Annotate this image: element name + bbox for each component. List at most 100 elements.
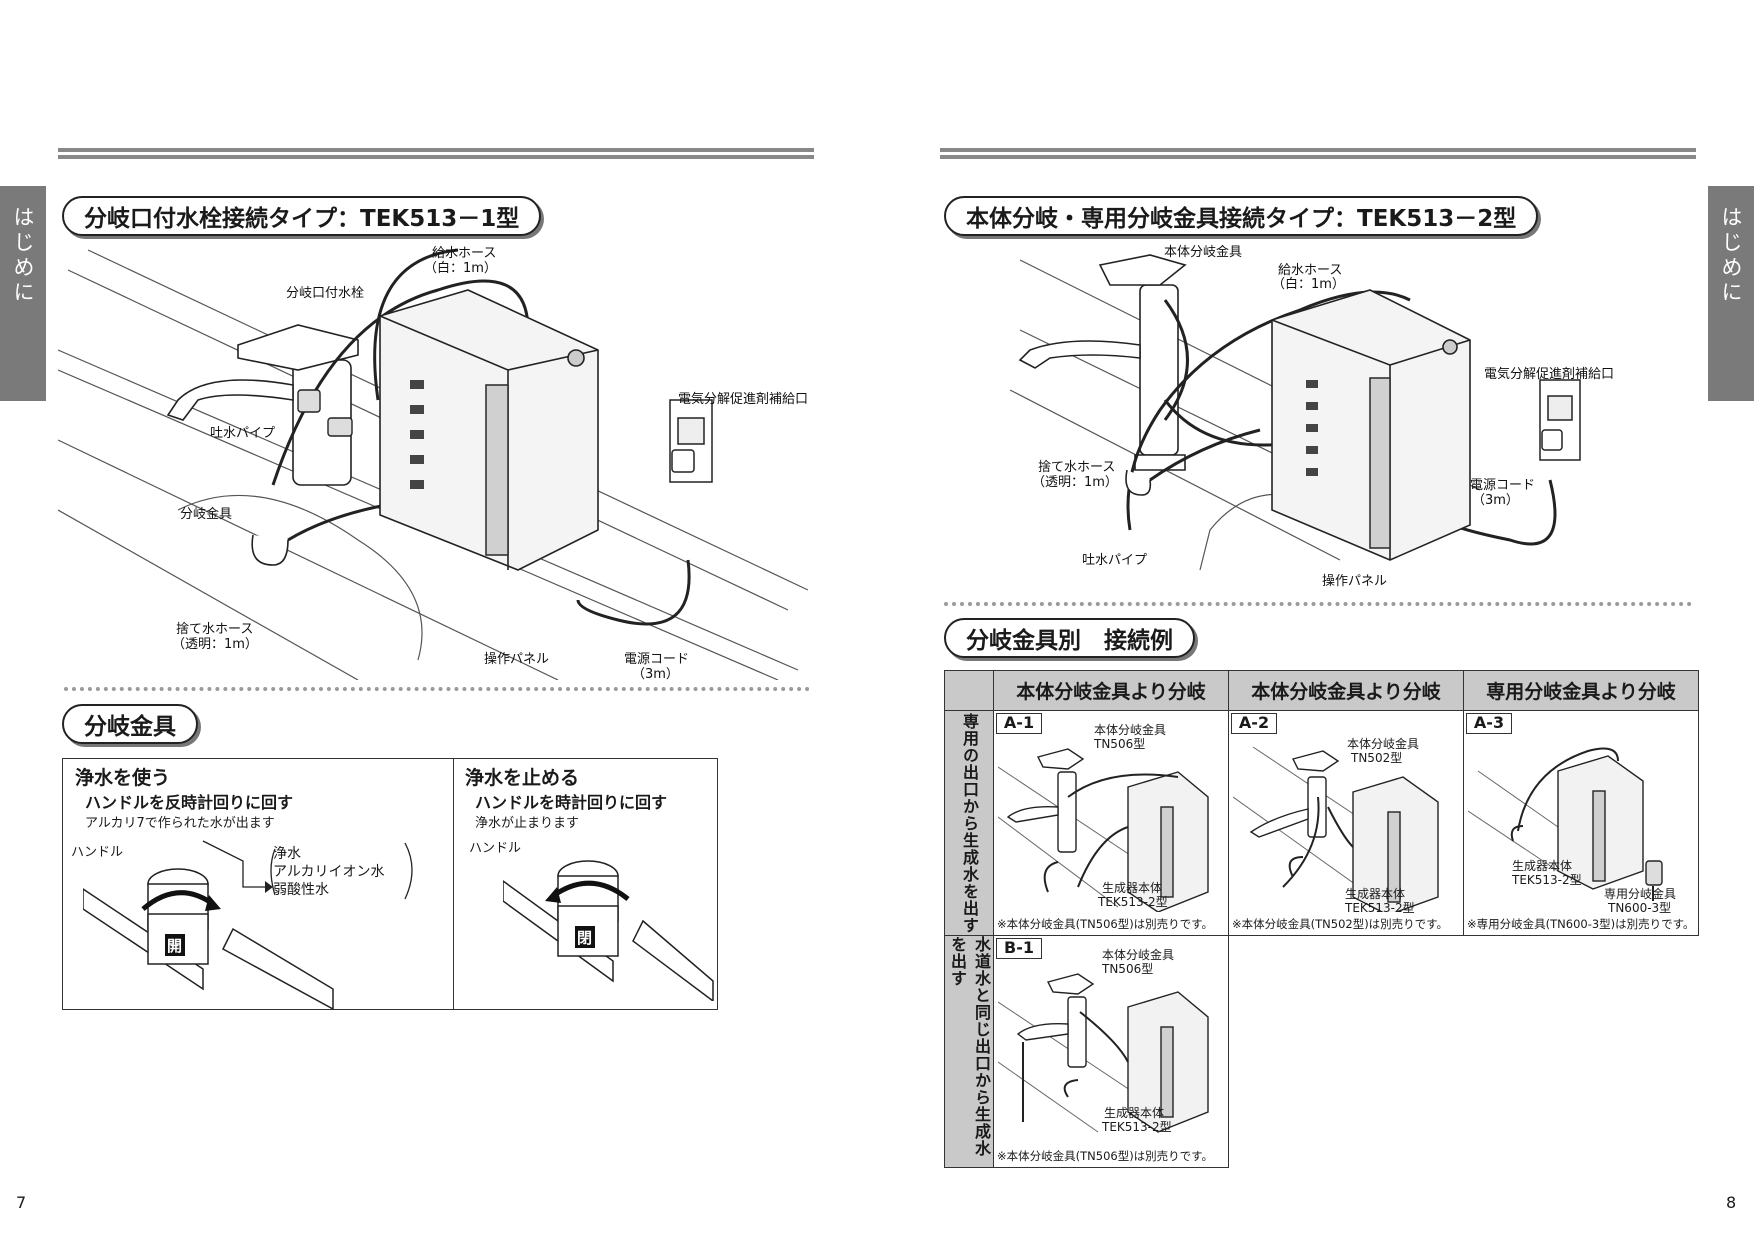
stop-heading: 浄水を止める: [465, 767, 580, 789]
d1-drain-hose-label: 捨て水ホース: [176, 622, 254, 637]
cell-b1-tag: B-1: [996, 938, 1042, 959]
cell-a3-tag: A-3: [1466, 713, 1512, 734]
cell-a1-label-1: 本体分岐金具: [1094, 723, 1167, 737]
cell-a2-label-4: TEK513-2型: [1345, 901, 1415, 915]
cell-a2-label-1: 本体分岐金具: [1347, 737, 1420, 751]
cell-a1: A-1 本体分岐金具 TN506型 生成器本体 TEK513-2型 ※本体分岐金…: [993, 710, 1229, 936]
left-side-tab: はじめに: [0, 186, 46, 401]
d2-control-panel-label: 操作パネル: [1322, 574, 1388, 589]
d2-supply-hose-label: 給水ホース: [1278, 263, 1343, 278]
left-header-rule: [58, 148, 814, 159]
empty-cell: [1229, 936, 1464, 1168]
d1-control-panel-label: 操作パネル: [484, 652, 550, 667]
cell-a1-note: ※本体分岐金具(TN506型)は別売りです。: [997, 917, 1214, 931]
left-side-tab-label: はじめに: [11, 206, 35, 306]
closed-valve-illustration: [503, 860, 714, 1001]
cell-a3-illustration: [1468, 747, 1663, 901]
cell-a1-label-4: TEK513-2型: [1098, 895, 1168, 909]
right-header-rule: [940, 148, 1696, 159]
left-section1-title: 分岐口付水栓接続タイプ：TEK513－1型: [62, 196, 542, 236]
cell-a3-note: ※専用分岐金具(TN600-3型)は別売りです。: [1467, 917, 1695, 931]
cell-a3-label-2: TEK513-2型: [1512, 873, 1582, 887]
stop-handle-label: ハンドル: [469, 841, 522, 856]
left-page-number: 7: [16, 1193, 27, 1212]
cell-b1-illustration: [998, 973, 1209, 1133]
d1-supply-hose-label: 給水ホース: [432, 246, 497, 261]
row-header-2-label: 水道水と同じ出口から生成水を出す: [948, 936, 991, 1157]
column-header-2: 本体分岐金具より分岐: [1228, 670, 1464, 711]
cell-a2-label-3: 生成器本体: [1345, 887, 1406, 901]
d1-drain-hose-spec: （透明：1m）: [172, 637, 258, 652]
cell-a2: A-2 本体分岐金具 TN502型 生成器本体 TEK513-2型 ※本体分岐金…: [1228, 710, 1464, 936]
d2-drain-hose-label: 捨て水ホース: [1038, 460, 1116, 475]
d2-drain-hose-spec: （透明：1m）: [1032, 475, 1118, 490]
cell-a3-label-3: 専用分岐金具: [1604, 887, 1677, 901]
branch-valve-panel: 浄水を使う ハンドルを反時計回りに回す アルカリ7で作られた水が出ます ハンドル…: [62, 758, 718, 1010]
d2-body-fitting-label: 本体分岐金具: [1164, 245, 1243, 260]
d1-supply-hose-spec: （白：1m）: [424, 261, 497, 276]
d1-additive-port-label: 電気分解促進剤補給口: [678, 392, 809, 407]
right-section2-title: 分岐金具別 接続例: [944, 618, 1195, 658]
cell-b1-label-1: 本体分岐金具: [1102, 948, 1175, 962]
d1-spout-pipe-label: 吐水パイプ: [210, 426, 276, 441]
left-dotted-separator: [64, 687, 810, 691]
d2-spout-pipe-label: 吐水パイプ: [1082, 553, 1148, 568]
d2-power-cord-spec: （3m）: [1472, 493, 1519, 508]
cell-a3-label-1: 生成器本体: [1512, 859, 1573, 873]
stop-note: 浄水が止まります: [475, 816, 580, 831]
use-heading: 浄水を使う: [75, 767, 171, 789]
empty-cell: [1464, 936, 1699, 1168]
use-output-1: 浄水: [273, 846, 301, 862]
use-output-3: 弱酸性水: [273, 882, 329, 898]
closed-stamp: 閉: [577, 929, 593, 947]
right-page-number: 8: [1726, 1193, 1737, 1212]
row-header-shared-outlet: 水道水と同じ出口から生成水を出す: [944, 935, 994, 1168]
d1-branch-fitting-label: 分岐金具: [180, 507, 233, 522]
use-instruction: ハンドルを反時計回りに回す: [85, 793, 294, 812]
d2-power-cord-label: 電源コード: [1470, 478, 1536, 493]
cell-b1-label-4: TEK513-2型: [1102, 1120, 1172, 1134]
column-header-3: 専用分岐金具より分岐: [1463, 670, 1699, 711]
cell-a2-tag: A-2: [1231, 713, 1277, 734]
cell-b1-label-2: TN506型: [1102, 962, 1154, 976]
cell-a1-illustration: [998, 748, 1209, 912]
row-header-dedicated-outlet: 専用の出口から生成水を出す: [944, 710, 994, 936]
d2-supply-hose-spec: （白：1m）: [1272, 277, 1345, 292]
open-valve-illustration: [83, 868, 334, 1009]
cell-b1-label-3: 生成器本体: [1104, 1106, 1165, 1120]
tek513-2-installation-illustration: [1010, 254, 1581, 571]
column-header-1: 本体分岐金具より分岐: [993, 670, 1229, 711]
cell-b1: B-1 本体分岐金具 TN506型 生成器本体 TEK513-2型 ※本体分岐金…: [993, 935, 1229, 1168]
cell-a2-label-2: TN502型: [1351, 751, 1403, 765]
cell-a3: A-3 生成器本体 TEK513-2型 専用分岐金具 TN600-3型 ※専用分…: [1463, 710, 1699, 936]
d1-faucet-label: 分岐口付水栓: [286, 286, 365, 301]
table-header-row: 本体分岐金具より分岐 本体分岐金具より分岐 専用分岐金具より分岐: [944, 670, 1699, 711]
left-section2-title: 分岐金具: [62, 704, 198, 744]
use-outputs-bracket: [202, 840, 413, 900]
d1-power-cord-spec: （3m）: [632, 667, 679, 682]
open-stamp: 開: [167, 937, 183, 955]
table-corner: [944, 670, 994, 711]
cell-a2-illustration: [1233, 746, 1439, 912]
cell-a1-tag: A-1: [996, 713, 1042, 734]
right-side-tab-label: はじめに: [1719, 206, 1743, 306]
cell-a2-note: ※本体分岐金具(TN502型)は別売りです。: [1232, 917, 1449, 931]
d2-additive-port-label: 電気分解促進剤補給口: [1484, 367, 1615, 382]
stop-instruction: ハンドルを時計回りに回す: [475, 793, 668, 812]
table-row: 専用の出口から生成水を出す A-1 本体分岐金具 TN506型 生成器本体 TE…: [944, 710, 1699, 936]
row-header-1-label: 専用の出口から生成水を出す: [960, 712, 979, 934]
table-row: 水道水と同じ出口から生成水を出す B-1 本体分岐金具 TN506型 生成器本体…: [944, 935, 1699, 1168]
right-section1-title: 本体分岐・専用分岐金具接続タイプ：TEK513－2型: [944, 196, 1539, 236]
d1-power-cord-label: 電源コード: [624, 652, 690, 667]
cell-a3-label-4: TN600-3型: [1608, 901, 1672, 915]
panel-divider: [453, 759, 454, 1009]
use-note: アルカリ7で作られた水が出ます: [85, 816, 275, 831]
use-output-2: アルカリイオン水: [273, 864, 385, 880]
tek513-1-installation-illustration: [58, 248, 809, 680]
cell-a1-label-3: 生成器本体: [1102, 881, 1163, 895]
cell-b1-note: ※本体分岐金具(TN506型)は別売りです。: [997, 1149, 1214, 1163]
right-dotted-separator: [944, 602, 1692, 606]
use-handle-label: ハンドル: [71, 845, 124, 860]
right-side-tab: はじめに: [1708, 186, 1754, 401]
cell-a1-label-2: TN506型: [1094, 737, 1146, 751]
